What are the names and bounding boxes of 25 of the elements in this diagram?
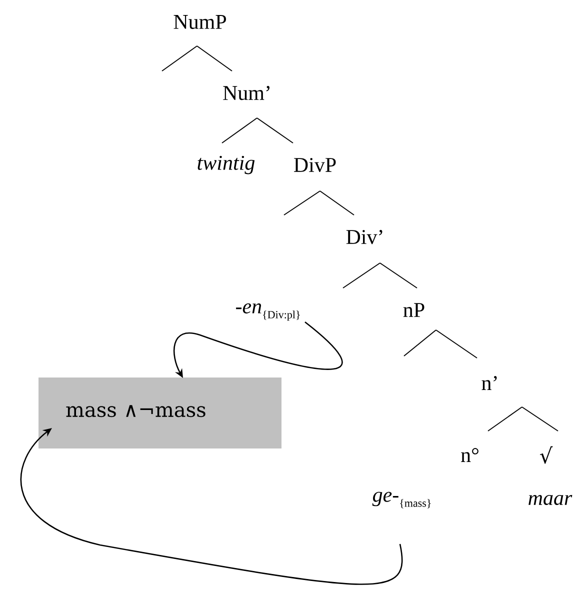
- tree-branch: [162, 46, 198, 72]
- tree-branch: [436, 330, 478, 358]
- morpheme-label: -en {Div:pl}: [236, 303, 300, 321]
- tree-label: Num’: [223, 86, 270, 100]
- tree-branch: [320, 190, 354, 216]
- tree-branch: [196, 46, 232, 72]
- tree-branch: [342, 262, 380, 288]
- tree-branch: [404, 330, 436, 356]
- curved-arrow: [20, 428, 402, 585]
- tree-label: Div’: [346, 230, 382, 244]
- tree-label: nP: [403, 303, 424, 317]
- highlight-box: mass ∧¬mass: [38, 378, 282, 448]
- morpheme-label: twintig: [198, 156, 255, 174]
- tree-label: √: [540, 446, 553, 464]
- tree-branch: [256, 118, 294, 144]
- tree-branch: [488, 406, 522, 432]
- tree-label: NumP: [174, 15, 226, 29]
- morpheme-label: maar: [528, 494, 572, 506]
- tree-label: n’: [482, 376, 497, 390]
- tree-label: DivP: [294, 158, 336, 172]
- tree-label: n°: [461, 448, 478, 462]
- tree-branch: [284, 190, 320, 216]
- tree-branch: [380, 262, 418, 288]
- tree-branch: [222, 118, 258, 144]
- tree-branch: [522, 406, 558, 432]
